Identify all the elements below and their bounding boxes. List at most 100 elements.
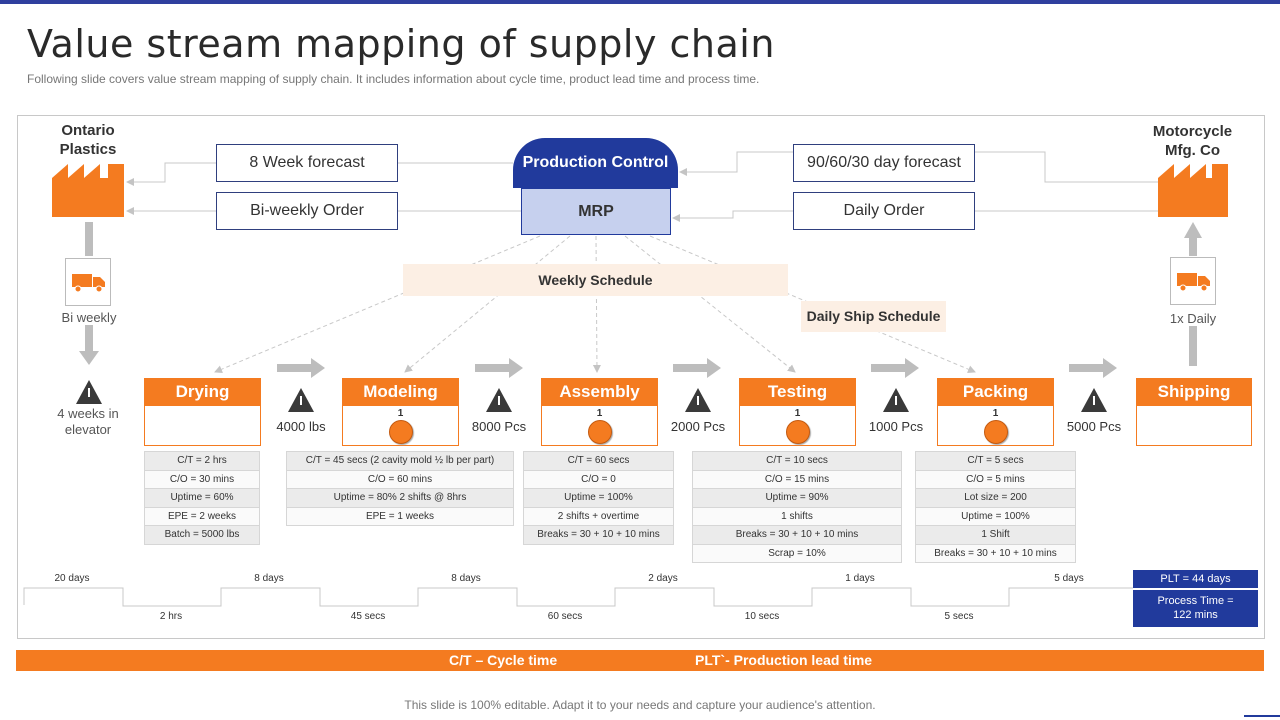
factory-icon <box>52 164 124 217</box>
legend-cycle-time: C/T – Cycle time <box>449 652 558 668</box>
plt-total-box: PLT = 44 days <box>1133 570 1258 588</box>
inventory-elevator-label: 4 weeks in elevator <box>57 406 119 437</box>
footer-note: This slide is 100% editable. Adapt it to… <box>404 698 876 712</box>
timeline-process-time: 60 secs <box>547 611 583 622</box>
data-box-row: 1 Shift <box>915 525 1076 545</box>
data-box-row: 1 shifts <box>692 506 902 526</box>
process-time-total-box: Process Time = 122 mins <box>1133 590 1258 627</box>
data-box-packing: C/T = 5 secs C/O = 5 mins Lot size = 200… <box>915 451 1076 563</box>
process-assembly: Assembly 1 <box>541 378 658 446</box>
timeline-process-time: 2 hrs <box>159 611 183 622</box>
timeline-lead-time: 8 days <box>254 573 284 584</box>
warning-triangle-icon <box>486 388 512 412</box>
process-name: Modeling <box>342 378 459 406</box>
legend-production-lead-time: PLT`- Production lead time <box>695 652 873 668</box>
production-control: Production Control <box>513 138 678 188</box>
warning-triangle-icon <box>76 380 102 404</box>
inventory-label: 4000 lbs <box>276 419 326 434</box>
timeline-lead-time: 2 days <box>648 573 678 584</box>
operator-icon <box>588 420 612 444</box>
top-accent-bar <box>0 0 1280 4</box>
operator-count: 1 <box>794 408 801 419</box>
daily-ship-schedule-label: Daily Ship Schedule <box>801 301 946 332</box>
data-box-row: Uptime = 80% 2 shifts @ 8hrs <box>286 488 514 508</box>
timeline-lead-time: 20 days <box>54 573 90 584</box>
truck-box-inbound <box>65 258 111 306</box>
process-modeling: Modeling 1 <box>342 378 459 446</box>
order-box-daily: Daily Order <box>793 192 975 230</box>
corner-accent <box>1244 715 1280 717</box>
timeline-lead-time: 8 days <box>451 573 481 584</box>
data-box-row: Uptime = 100% <box>523 488 674 508</box>
operator-count: 1 <box>397 408 404 419</box>
data-box-row: Uptime = 60% <box>144 488 260 508</box>
data-box-row: C/T = 45 secs (2 cavity mold ½ lb per pa… <box>286 451 514 471</box>
data-box-row: C/O = 60 mins <box>286 469 514 489</box>
operator-count: 1 <box>596 408 603 419</box>
forecast-box-8-week: 8 Week forecast <box>216 144 398 182</box>
mrp-box: MRP <box>521 188 671 235</box>
data-box-row: C/T = 2 hrs <box>144 451 260 471</box>
inbound-shipment-frequency: Bi weekly <box>61 310 117 325</box>
process-name: Testing <box>739 378 856 406</box>
data-box-row: C/T = 60 secs <box>523 451 674 471</box>
data-box-row: 2 shifts + overtime <box>523 506 674 526</box>
customer-name: Motorcycle Mfg. Co <box>1152 123 1233 159</box>
data-box-row: Scrap = 10% <box>692 543 902 563</box>
process-shipping: Shipping <box>1136 378 1252 446</box>
truck-icon <box>72 274 105 293</box>
forecast-box-90-60-30: 90/60/30 day forecast <box>793 144 975 182</box>
process-drying: Drying <box>144 378 261 446</box>
data-box-row: Uptime = 90% <box>692 488 902 508</box>
timeline-lead-time: 5 days <box>1054 573 1084 584</box>
truck-box-outbound <box>1170 257 1216 305</box>
process-name: Packing <box>937 378 1054 406</box>
truck-icon <box>1177 273 1210 292</box>
order-box-bi-weekly: Bi-weekly Order <box>216 192 398 230</box>
inventory-label: 5000 Pcs <box>1066 419 1122 434</box>
process-name: Drying <box>144 378 261 406</box>
warning-triangle-icon <box>1081 388 1107 412</box>
operator-icon <box>389 420 413 444</box>
legend-bar: C/T – Cycle time PLT`- Production lead t… <box>16 650 1264 671</box>
timeline-lead-time: 1 days <box>845 573 875 584</box>
data-box-row: C/O = 30 mins <box>144 469 260 489</box>
data-box-row: C/O = 15 mins <box>692 469 902 489</box>
inventory-label: 2000 Pcs <box>670 419 726 434</box>
process-testing: Testing 1 <box>739 378 856 446</box>
process-name: Assembly <box>541 378 658 406</box>
page-title: Value stream mapping of supply chain <box>27 22 775 66</box>
data-box-modeling: C/T = 45 secs (2 cavity mold ½ lb per pa… <box>286 451 514 526</box>
data-box-row: C/T = 5 secs <box>915 451 1076 471</box>
data-box-testing: C/T = 10 secs C/O = 15 mins Uptime = 90%… <box>692 451 902 563</box>
warning-triangle-icon <box>288 388 314 412</box>
warning-triangle-icon <box>685 388 711 412</box>
supplier-name: Ontario Plastics <box>59 122 117 158</box>
process-packing: Packing 1 <box>937 378 1054 446</box>
inventory-label: 1000 Pcs <box>868 419 924 434</box>
operator-count: 1 <box>992 408 999 419</box>
inventory-label: 8000 Pcs <box>471 419 527 434</box>
diagram-frame <box>17 115 1265 639</box>
operator-icon <box>786 420 810 444</box>
data-box-row: C/T = 10 secs <box>692 451 902 471</box>
data-box-row: C/O = 0 <box>523 469 674 489</box>
data-box-row: Breaks = 30 + 10 + 10 mins <box>523 525 674 545</box>
data-box-row: C/O = 5 mins <box>915 469 1076 489</box>
data-box-row: Batch = 5000 lbs <box>144 525 260 545</box>
data-box-row: Breaks = 30 + 10 + 10 mins <box>915 543 1076 563</box>
factory-icon <box>1158 164 1228 217</box>
timeline-process-time: 5 secs <box>944 611 974 622</box>
data-box-assembly: C/T = 60 secs C/O = 0 Uptime = 100% 2 sh… <box>523 451 674 545</box>
data-box-row: EPE = 2 weeks <box>144 506 260 526</box>
operator-icon <box>984 420 1008 444</box>
data-box-row: EPE = 1 weeks <box>286 506 514 526</box>
timeline-process-time: 45 secs <box>350 611 386 622</box>
outbound-shipment-frequency: 1x Daily <box>1169 311 1217 326</box>
data-box-row: Breaks = 30 + 10 + 10 mins <box>692 525 902 545</box>
weekly-schedule-label: Weekly Schedule <box>403 264 788 296</box>
data-box-row: Lot size = 200 <box>915 488 1076 508</box>
data-box-row: Uptime = 100% <box>915 506 1076 526</box>
warning-triangle-icon <box>883 388 909 412</box>
